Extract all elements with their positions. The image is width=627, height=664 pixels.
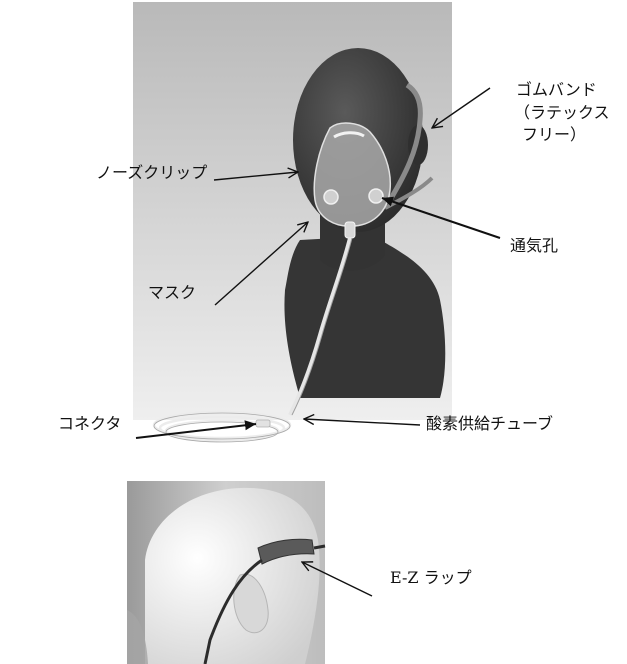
- side-strap: [203, 558, 263, 664]
- arrow-oxygen-tube: [304, 419, 421, 426]
- arrow-nose-clip: [213, 172, 298, 181]
- strap-band: [387, 82, 423, 202]
- vent-hole-left: [323, 189, 339, 205]
- arrow-vent: [381, 196, 501, 239]
- callout-arrows: [135, 87, 501, 439]
- mask-port: [344, 221, 356, 239]
- ez-wrap-pad: [257, 538, 315, 565]
- label-connector: コネクタ: [58, 414, 122, 433]
- label-mask: マスク: [148, 283, 197, 302]
- arrow-rubber-band: [432, 87, 491, 128]
- label-rubber-band-line2: （ラテックス: [514, 103, 610, 122]
- arrow-mask: [214, 222, 308, 306]
- tube-coil-shadow: [153, 412, 291, 443]
- mannequin-photo: [133, 2, 452, 443]
- label-vent-hole: 通気孔: [510, 236, 559, 255]
- nose-clip: [333, 131, 365, 139]
- connector-part: [255, 419, 271, 428]
- oxygen-tube-shadow: [291, 237, 353, 416]
- arrow-ez-wrap: [302, 562, 373, 597]
- side-view-photo: [127, 481, 326, 664]
- arrow-connector: [135, 420, 257, 439]
- label-rubber-band-line1: ゴムバンド: [516, 80, 597, 99]
- label-nose-clip: ノーズクリップ: [96, 163, 208, 182]
- side-strap-upper: [313, 544, 326, 550]
- white-head: [145, 487, 320, 664]
- label-oxygen-tube: 酸素供給チューブ: [426, 414, 554, 433]
- oxygen-tube: [288, 237, 352, 416]
- label-rubber-band-line3: フリー）: [522, 125, 587, 144]
- white-ear: [233, 573, 269, 634]
- side-mask-edge: [127, 610, 148, 664]
- vent-hole-right: [368, 188, 384, 204]
- mannequin-bust: [284, 236, 446, 398]
- label-ez-wrap: E-Z ラップ: [390, 568, 472, 587]
